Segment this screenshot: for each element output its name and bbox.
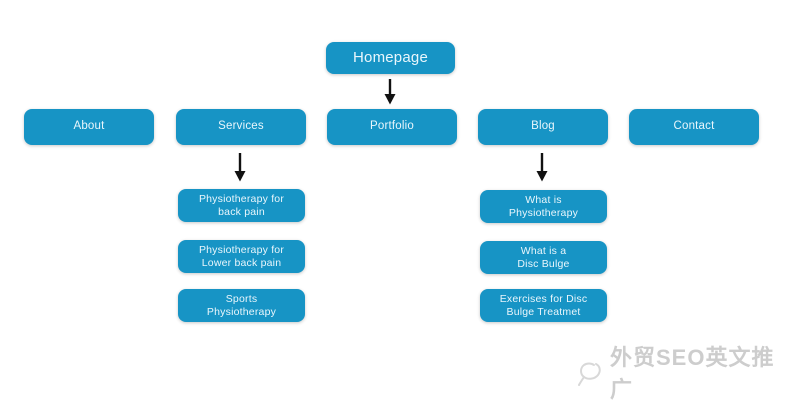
node-physio-back-pain: Physiotherapy for back pain [178,189,305,222]
node-blog: Blog [478,109,608,145]
node-homepage: Homepage [326,42,455,74]
node-label-line: What is a [520,245,567,257]
watermark: 外贸SEO英文推广 [576,345,796,400]
node-physio-lower-back-pain: Physiotherapy for Lower back pain [178,240,305,273]
arrow-down-icon [234,153,246,182]
node-portfolio: Portfolio [327,109,457,145]
node-what-is-physiotherapy: What is Physiotherapy [480,190,607,223]
node-label-line: Exercises for Disc [499,293,588,305]
node-exercises-disc-bulge: Exercises for Disc Bulge Treatmet [480,289,607,322]
node-about: About [24,109,154,145]
node-label-line: back pain [218,205,265,218]
node-services: Services [176,109,306,145]
node-label-line: Lower back pain [201,256,282,269]
node-label-line: Physiotherapy [508,206,579,219]
node-label-line: Sports [225,293,258,305]
arrow-down-icon [536,153,548,182]
node-label-line: Physiotherapy for [198,244,285,256]
node-what-is-a-disc-bulge: What is a Disc Bulge [480,241,607,274]
node-contact: Contact [629,109,759,145]
node-sports-physio: Sports Physiotherapy [178,289,305,322]
node-label-line: Bulge Treatmet [506,305,581,318]
node-label-line: Physiotherapy for [198,193,285,205]
node-label-line: Physiotherapy [206,305,277,318]
sketch-circle-logo-icon [578,362,601,386]
arrow-down-icon [384,79,396,105]
node-label-line: What is [525,194,562,206]
node-label-line: Disc Bulge [517,257,570,270]
watermark-text: 外贸SEO英文推广 [610,345,775,400]
